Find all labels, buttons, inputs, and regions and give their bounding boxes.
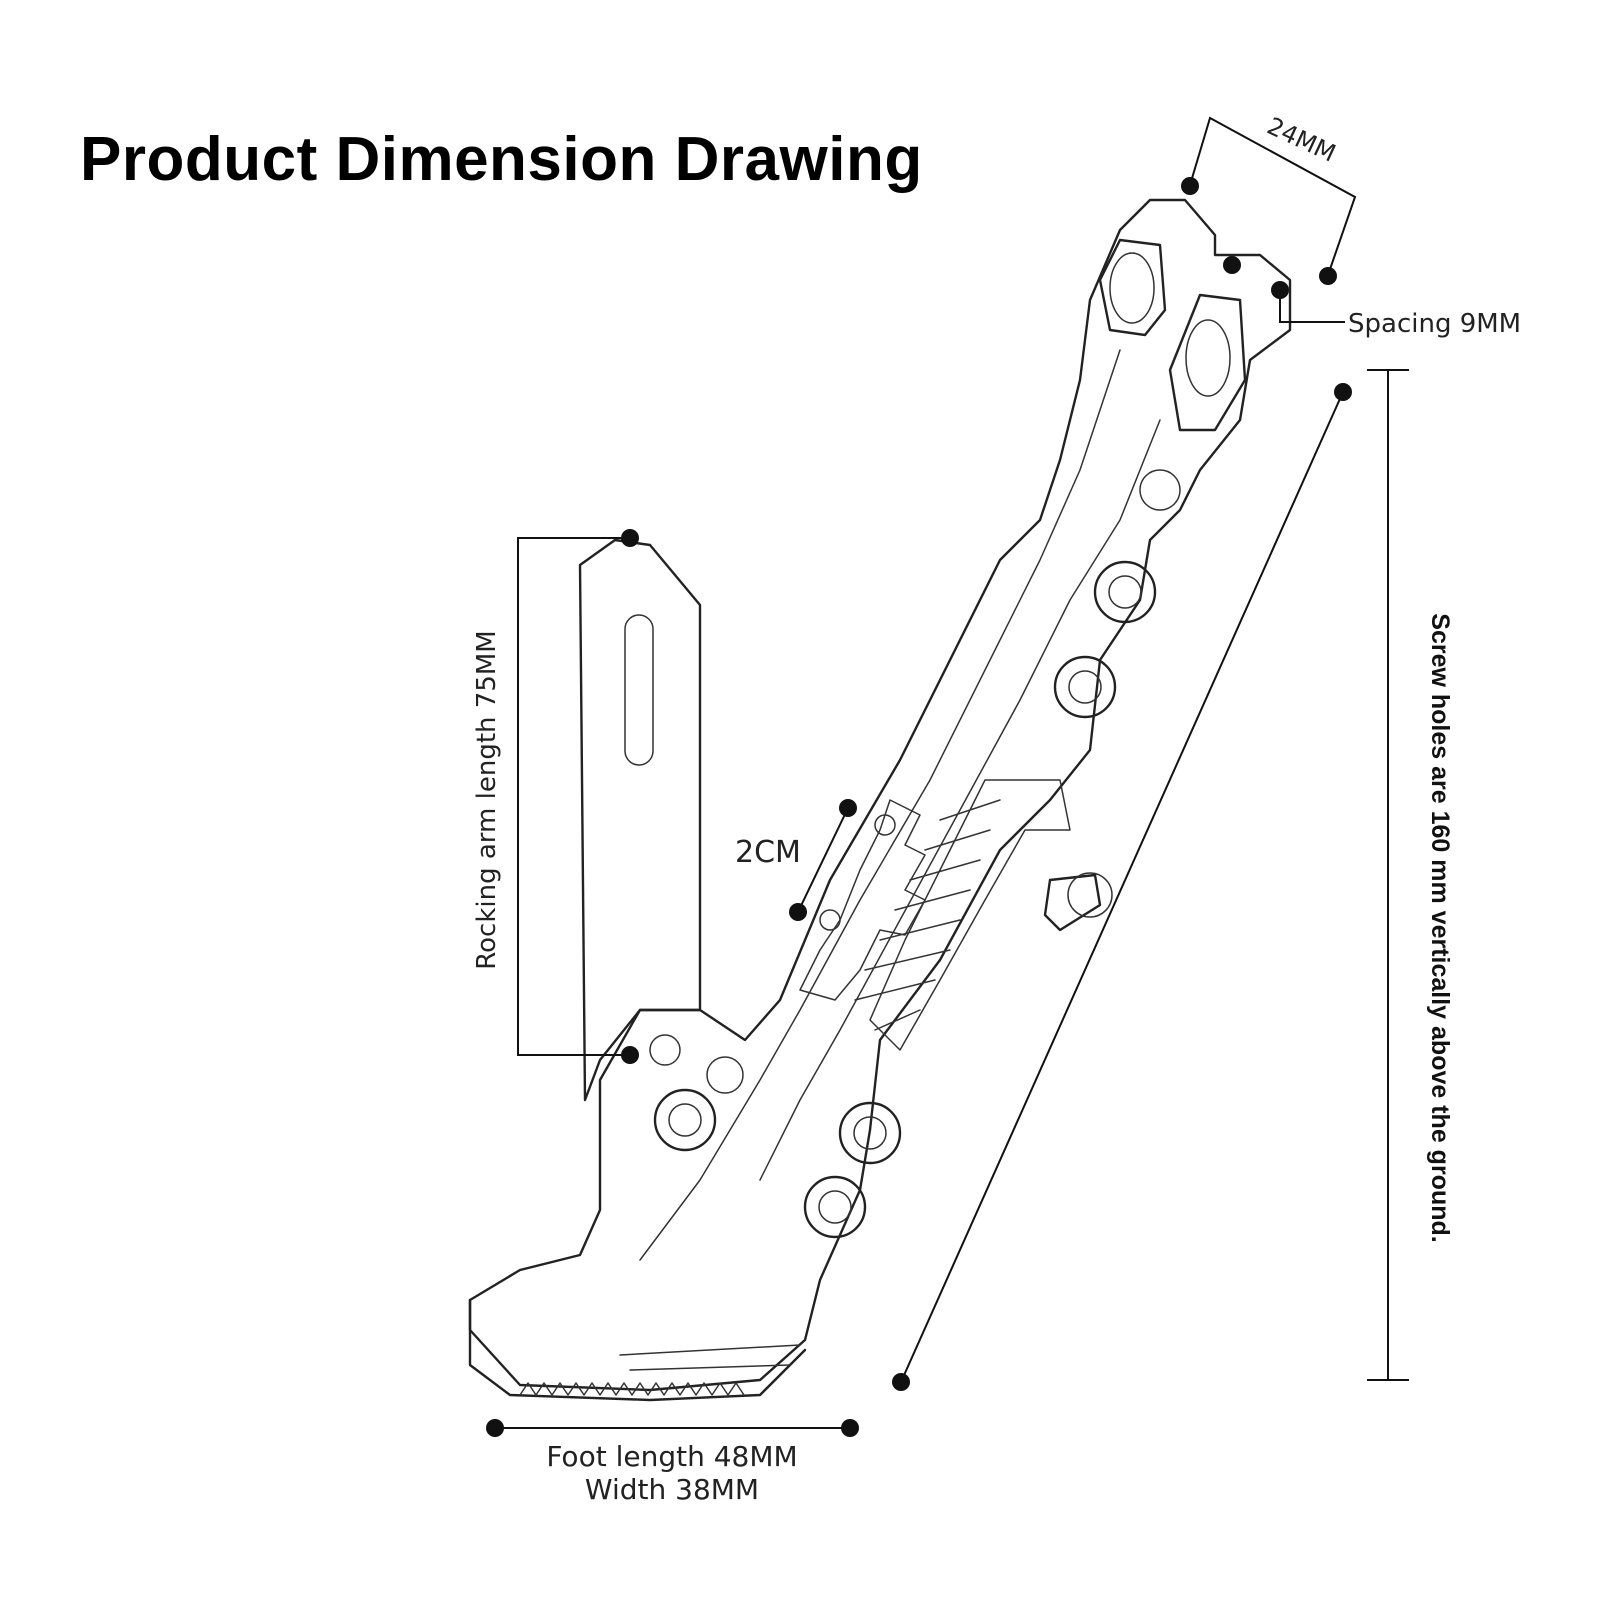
leg-bevel-line bbox=[639, 349, 1121, 1261]
screw-holes-label: Screw holes are 160 mm vertically above … bbox=[1426, 613, 1454, 1242]
main-leg-outline bbox=[468, 198, 1292, 1392]
dimension-spacing: Spacing 9MM bbox=[1223, 256, 1521, 339]
rocking-arm-label: Rocking arm length 75MM bbox=[472, 630, 502, 969]
side-bolt bbox=[1043, 872, 1113, 932]
kickstand-illustration bbox=[468, 198, 1292, 1402]
rocking-arm bbox=[578, 538, 702, 1102]
dimension-vertical-height: Screw holes are 160 mm vertically above … bbox=[1367, 369, 1454, 1381]
dimension-groove: 2CM bbox=[735, 799, 857, 921]
foot-plate bbox=[468, 1298, 807, 1402]
dimension-top-width: 24MM bbox=[1181, 112, 1357, 285]
bracket-screws bbox=[649, 560, 1157, 1239]
foot-width-label: Width 38MM bbox=[585, 1473, 759, 1506]
upper-mount bbox=[1098, 238, 1247, 511]
spacing-label: Spacing 9MM bbox=[1348, 309, 1521, 339]
notched-slot bbox=[799, 799, 926, 1001]
groove-label: 2CM bbox=[735, 835, 801, 870]
foot-length-label: Foot length 48MM bbox=[546, 1440, 797, 1473]
leg-bevel-line-2 bbox=[759, 419, 1161, 1181]
page-title: Product Dimension Drawing bbox=[80, 125, 923, 194]
dimension-foot-length: Foot length 48MM Width 38MM bbox=[486, 1419, 859, 1506]
dimension-rocking-arm: Rocking arm length 75MM bbox=[472, 529, 639, 1064]
top-width-label: 24MM bbox=[1263, 112, 1340, 168]
ribbed-grip bbox=[854, 779, 1071, 1051]
dimension-diagonal bbox=[892, 383, 1352, 1391]
